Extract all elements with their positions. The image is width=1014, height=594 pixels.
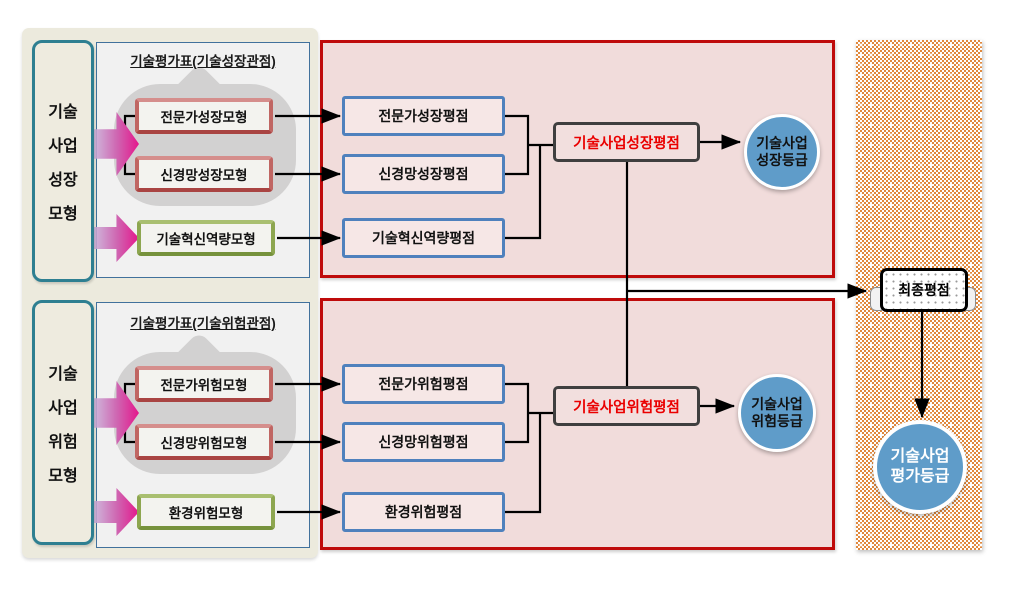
neural-growth-model-box: 신경망성장모형 xyxy=(135,156,273,192)
environment-risk-model-box: 환경위험모형 xyxy=(137,494,275,530)
side-label-line: 기술 xyxy=(48,104,78,121)
risk-model-side-label: 기술 사업 위험 모형 xyxy=(32,300,94,545)
growth-grade-circle: 기술사업 성장등급 xyxy=(744,114,820,190)
side-label-line: 성장 xyxy=(48,172,78,189)
growth-table-title: 기술평가표(기술성장관점) xyxy=(130,54,276,69)
growth-model-side-label: 기술 사업 성장 모형 xyxy=(32,40,94,282)
risk-grade-circle: 기술사업 위험등급 xyxy=(738,374,816,452)
expert-risk-model-box: 전문가위험모형 xyxy=(135,366,273,402)
grade-line: 위험등급 xyxy=(751,413,803,429)
side-label-line: 기술 xyxy=(48,365,78,383)
growth-total-score-box: 기술사업성장평점 xyxy=(553,122,700,162)
neural-growth-score-box: 신경망성장평점 xyxy=(342,154,505,194)
side-label-line: 위험 xyxy=(48,433,78,451)
innovation-capability-score-box: 기술혁신역량평점 xyxy=(342,218,505,258)
environment-risk-score-box: 환경위험평점 xyxy=(342,492,505,532)
neural-risk-model-box: 신경망위험모형 xyxy=(135,424,273,460)
risk-total-score-box: 기술사업위험평점 xyxy=(553,386,700,426)
grade-line: 성장등급 xyxy=(756,152,808,168)
side-label-line: 사업 xyxy=(48,399,78,417)
grade-line: 기술사업 xyxy=(756,134,808,151)
side-label-line: 모형 xyxy=(48,206,78,223)
grade-line: 기술사업 xyxy=(751,395,803,412)
side-label-line: 모형 xyxy=(48,467,78,485)
side-label-line: 사업 xyxy=(48,138,78,155)
risk-table-title: 기술평가표(기술위험관점) xyxy=(130,316,276,331)
grade-line: 기술사업 xyxy=(890,448,950,465)
grade-line: 평가등급 xyxy=(890,468,950,485)
expert-risk-score-box: 전문가위험평점 xyxy=(342,364,505,404)
innovation-capability-model-box: 기술혁신역량모형 xyxy=(137,220,275,256)
expert-growth-score-box: 전문가성장평점 xyxy=(342,96,505,136)
expert-growth-model-box: 전문가성장모형 xyxy=(135,98,273,134)
final-grade-circle: 기술사업 평가등급 xyxy=(873,420,967,514)
final-score-box: 최종평점 xyxy=(880,268,968,312)
neural-risk-score-box: 신경망위험평점 xyxy=(342,422,505,462)
